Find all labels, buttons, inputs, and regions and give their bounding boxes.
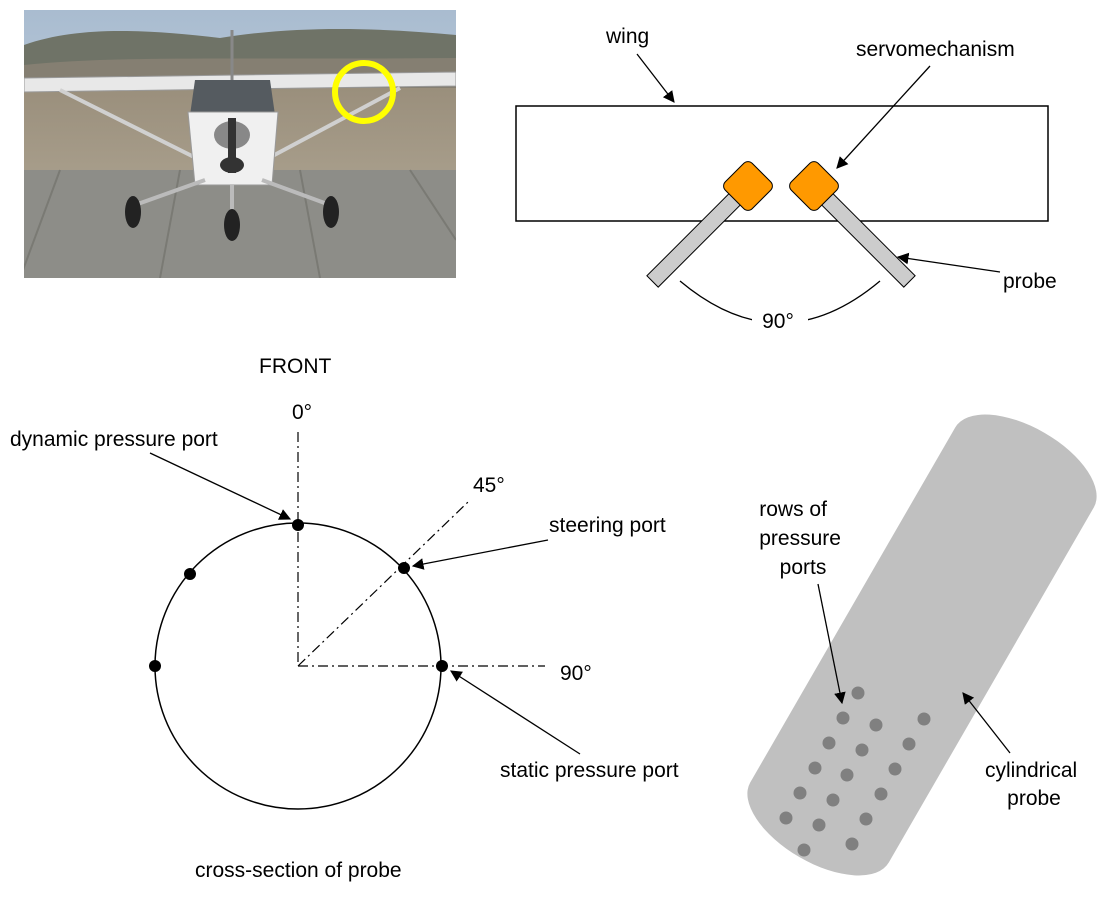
rows-of-ports-label: rows of pressure ports bbox=[759, 498, 847, 579]
dynamic-port-arrow bbox=[149, 452, 292, 520]
front-label: FRONT bbox=[259, 355, 331, 378]
axis-45 bbox=[297, 501, 469, 667]
pressure-port bbox=[902, 737, 916, 751]
cylindrical-probe-body bbox=[747, 414, 1097, 876]
wing-label: wing bbox=[605, 25, 649, 48]
wing-arrow bbox=[636, 53, 675, 103]
pressure-port bbox=[874, 787, 888, 801]
cylindrical-probe-diagram: rows of pressure ports cylindrical probe bbox=[747, 414, 1097, 876]
pressure-port bbox=[812, 818, 826, 832]
probe-label: probe bbox=[1003, 270, 1057, 293]
pressure-port bbox=[797, 843, 811, 857]
cylinder-label-line-2: probe bbox=[1007, 787, 1061, 810]
cross-section-caption: cross-section of probe bbox=[195, 859, 402, 882]
pressure-port bbox=[859, 812, 873, 826]
angle-45-label: 45° bbox=[473, 474, 505, 497]
cylindrical-probe-label: cylindrical probe bbox=[985, 759, 1083, 810]
cylindrical-probe-arrow bbox=[962, 692, 1011, 754]
steering-port-label: steering port bbox=[549, 514, 666, 537]
cylinder-label-line-1: cylindrical bbox=[985, 759, 1077, 782]
static-port-arrow bbox=[450, 670, 581, 755]
pressure-port bbox=[836, 711, 850, 725]
pressure-port bbox=[826, 793, 840, 807]
left-servo bbox=[723, 161, 773, 211]
angle-90-axis-label: 90° bbox=[560, 662, 592, 685]
static-port-dot bbox=[436, 660, 448, 672]
angle-90-label: 90° bbox=[762, 310, 794, 333]
pressure-port bbox=[855, 743, 869, 757]
port-dot-left bbox=[149, 660, 161, 672]
static-port-label: static pressure port bbox=[500, 759, 679, 782]
pressure-port bbox=[822, 736, 836, 750]
servo-label: servomechanism bbox=[856, 38, 1015, 61]
steering-port-dot bbox=[398, 562, 410, 574]
pressure-port bbox=[779, 811, 793, 825]
wing-outline bbox=[515, 105, 1049, 222]
rows-label-line-3: ports bbox=[780, 556, 827, 579]
dynamic-port-dot bbox=[292, 519, 304, 531]
cross-section-diagram: FRONT 0° 45° 90° dynamic pressure port s… bbox=[10, 355, 679, 882]
dynamic-port-label: dynamic pressure port bbox=[10, 428, 218, 451]
pressure-port bbox=[917, 712, 931, 726]
rows-of-ports-arrow bbox=[817, 583, 846, 705]
rows-label-line-2: pressure bbox=[759, 527, 841, 550]
rows-label-line-1: rows of bbox=[759, 498, 827, 521]
probe-callout-circle bbox=[332, 60, 396, 124]
pressure-port bbox=[888, 762, 902, 776]
pressure-port bbox=[845, 837, 859, 851]
right-servo bbox=[789, 161, 839, 211]
steering-port-arrow bbox=[411, 539, 549, 570]
port-dot-upper-left bbox=[184, 568, 196, 580]
airplane-photo bbox=[24, 10, 456, 278]
wing-diagram: 90° wing servomechanism probe bbox=[515, 25, 1057, 333]
pressure-port bbox=[793, 786, 807, 800]
pressure-port bbox=[869, 718, 883, 732]
pressure-port bbox=[851, 686, 865, 700]
servo-arrow bbox=[836, 65, 931, 169]
pressure-port bbox=[840, 768, 854, 782]
angle-0-label: 0° bbox=[292, 401, 312, 424]
pressure-port-grid bbox=[779, 686, 931, 857]
pressure-port bbox=[808, 761, 822, 775]
probe-arrow bbox=[896, 252, 1001, 273]
